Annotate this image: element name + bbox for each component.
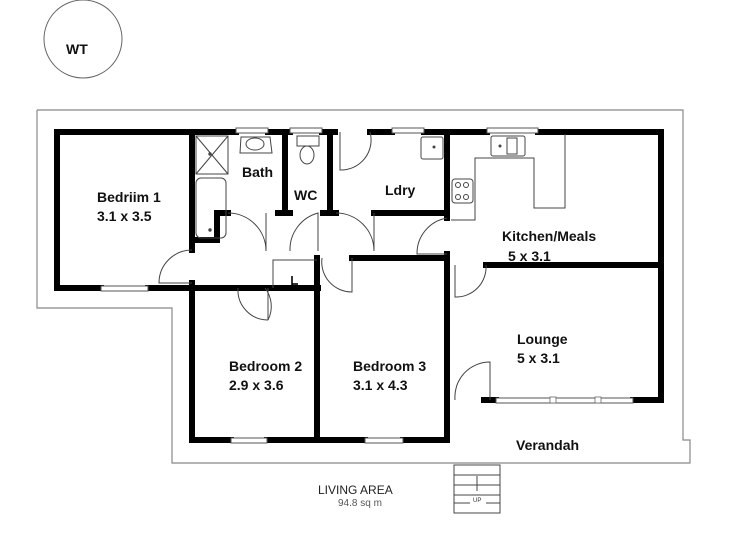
stairs-up-label: UP — [473, 498, 482, 504]
room-label-bedroom-2: Bedroom 2 — [229, 358, 303, 374]
room-label-wc: WC — [294, 187, 318, 203]
room-label-bedroom-1: Bedriim 1 — [97, 189, 161, 205]
room-label-lounge: Lounge — [517, 331, 568, 347]
room-size-bedroom-2: 2.9 x 3.6 — [229, 377, 284, 393]
linen-cupboard — [272, 259, 317, 288]
bathtub-fixture — [195, 177, 227, 239]
room-size-lounge: 5 x 3.1 — [517, 350, 560, 366]
laundry-trough-fixture — [420, 136, 444, 160]
stairs — [453, 464, 501, 514]
room-label-laundry: Ldry — [385, 182, 416, 198]
water-tank-label: WT — [66, 41, 88, 57]
sliding-door-handles — [549, 396, 602, 404]
stove-fixture — [451, 178, 474, 204]
property-boundary — [36, 109, 691, 464]
windows — [100, 127, 634, 444]
room-size-bedroom-3: 3.1 x 4.3 — [353, 377, 408, 393]
room-label-bedroom-3: Bedroom 3 — [353, 358, 427, 374]
living-area-title: LIVING AREA — [318, 483, 393, 497]
shower-fixture — [195, 135, 229, 175]
basin-fixture — [239, 136, 273, 154]
toilet-fixture — [296, 135, 320, 165]
doors — [158, 131, 491, 401]
room-label-verandah: Verandah — [516, 437, 580, 453]
water-tank-circle — [43, 0, 123, 79]
room-size-kitchen-meals: 5 x 3.1 — [508, 248, 551, 264]
room-label-kitchen-meals: Kitchen/Meals — [502, 228, 597, 244]
kitchen-bench — [451, 134, 566, 221]
living-area-value: 94.8 sq m — [338, 498, 382, 509]
room-size-bedroom-1: 3.1 x 3.5 — [97, 208, 152, 224]
room-label-bath: Bath — [242, 164, 274, 180]
